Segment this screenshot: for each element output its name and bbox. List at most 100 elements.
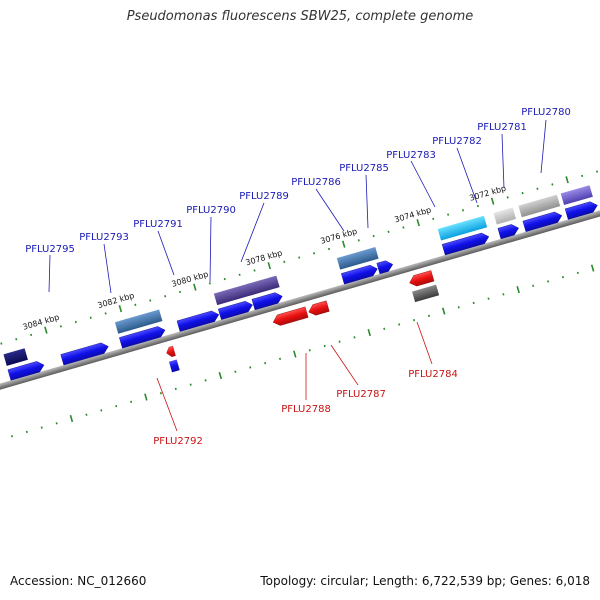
major-tick <box>44 326 48 334</box>
reverse-genes <box>166 270 435 357</box>
minor-tick <box>40 426 43 429</box>
minor-tick <box>164 295 167 298</box>
major-tick <box>590 264 595 272</box>
reverse-gene-arrow <box>166 345 176 357</box>
minor-tick <box>461 209 465 212</box>
minor-tick <box>313 252 316 255</box>
minor-tick <box>298 256 301 259</box>
major-tick <box>490 197 495 205</box>
leader-line <box>48 254 51 293</box>
forward-genes <box>7 201 598 381</box>
accession-text: Accession: NC_012660 <box>10 574 147 588</box>
outer-tick-ring <box>0 170 599 345</box>
major-tick <box>118 305 123 313</box>
minor-tick <box>353 336 356 339</box>
leader-line <box>240 202 265 263</box>
minor-tick <box>398 323 401 326</box>
minor-tick <box>581 174 584 178</box>
forward-gene-arrow <box>497 224 519 240</box>
minor-tick <box>338 340 341 343</box>
minor-tick <box>536 187 539 190</box>
major-tick <box>367 328 371 337</box>
minor-tick <box>104 312 107 315</box>
minor-tick <box>547 280 550 283</box>
leader-line <box>365 174 369 229</box>
minor-tick <box>134 303 137 307</box>
forward-gene-arrow <box>441 232 490 256</box>
kbp-tick-label: 3072 kbp <box>468 184 507 203</box>
forward-gene-arrow <box>341 264 378 285</box>
forward-annotation-blocks <box>3 185 593 366</box>
minor-tick <box>25 430 28 434</box>
forward-gene-arrow <box>7 361 45 381</box>
minor-tick <box>357 239 360 242</box>
forward-gene-arrow <box>251 292 283 311</box>
gene-block-cyan <box>437 215 488 241</box>
minor-tick <box>323 344 326 348</box>
minor-tick <box>472 301 475 305</box>
minor-tick <box>15 338 18 341</box>
minor-tick <box>372 234 375 238</box>
minor-tick <box>447 213 450 216</box>
major-tick <box>144 393 148 401</box>
major-tick <box>69 414 74 423</box>
minor-tick <box>502 293 505 296</box>
minor-tick <box>30 333 33 337</box>
inner-tick-ring <box>10 264 595 438</box>
gene-label: PFLU2791 <box>133 219 183 230</box>
leader-line <box>209 216 212 283</box>
minor-tick <box>278 357 282 361</box>
minor-tick <box>561 275 565 279</box>
gene-block-dark <box>412 284 440 303</box>
reverse-gene-labels: PFLU2792 PFLU2788 PFLU2787 PFLU2784 <box>153 369 458 447</box>
gene-label: PFLU2782 <box>432 136 482 147</box>
minor-tick <box>100 409 103 412</box>
gene-label: PFLU2788 <box>281 404 331 415</box>
kbp-tick-label: 3078 kbp <box>245 248 284 267</box>
minor-tick <box>223 277 226 281</box>
minor-tick <box>234 370 237 373</box>
forward-gene-arrow <box>119 326 166 349</box>
kbp-tick-label: 3080 kbp <box>171 270 210 289</box>
forward-gene-arrow <box>376 260 394 275</box>
forward-gene-labels: PFLU2795 PFLU2793 PFLU2791 PFLU2790 PFLU… <box>25 107 571 255</box>
gene-label: PFLU2792 <box>153 436 203 447</box>
leader-line <box>157 230 175 276</box>
leader-line <box>330 344 359 386</box>
minor-tick <box>0 342 3 345</box>
minor-tick <box>551 183 554 186</box>
gene-label: PFLU2790 <box>186 205 236 216</box>
minor-tick <box>402 226 405 229</box>
gene-label: PFLU2789 <box>239 191 289 202</box>
gene-block-blue-small <box>168 359 180 373</box>
minor-tick <box>10 435 14 438</box>
minor-tick <box>383 327 386 330</box>
kbp-tick-label: 3076 kbp <box>319 227 358 246</box>
minor-tick <box>327 247 331 251</box>
genome-backbone <box>0 202 600 398</box>
minor-tick <box>427 314 431 318</box>
minor-tick <box>55 422 58 425</box>
major-tick <box>293 350 297 358</box>
reverse-gene-arrow <box>308 300 330 316</box>
minor-tick <box>253 269 256 272</box>
gene-label: PFLU2780 <box>521 107 571 118</box>
major-tick <box>341 240 346 248</box>
leader-line <box>501 133 505 189</box>
gene-label: PFLU2787 <box>336 389 386 400</box>
gene-label: PFLU2786 <box>291 177 341 188</box>
minor-tick <box>174 387 177 391</box>
minor-tick <box>576 271 579 275</box>
minor-tick <box>130 400 133 404</box>
minor-tick <box>308 349 311 352</box>
topology-text: Topology: circular; Length: 6,722,539 bp… <box>260 574 590 588</box>
minor-tick <box>249 366 252 369</box>
minor-tick <box>595 170 599 173</box>
gene-label: PFLU2781 <box>477 122 527 133</box>
kbp-tick-label: 3084 kbp <box>22 313 61 332</box>
minor-tick <box>413 318 416 322</box>
minor-tick <box>387 230 390 233</box>
major-tick <box>441 307 446 315</box>
minor-tick <box>149 299 152 302</box>
map-title: Pseudomonas fluorescens SBW25, complete … <box>126 9 474 24</box>
